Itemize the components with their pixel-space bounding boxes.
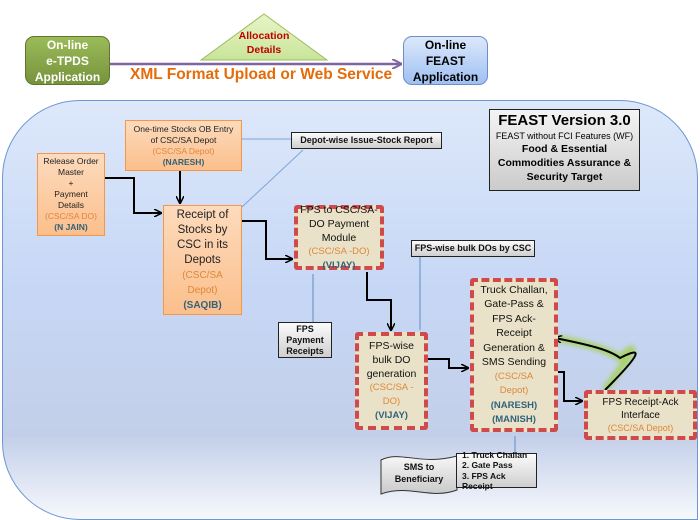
fps-receipts-line-1: FPS bbox=[296, 323, 314, 334]
receipt-line-1: Receipt of bbox=[176, 208, 229, 221]
truck-line-4: Receipt bbox=[496, 327, 532, 339]
truck-role-1: (CSC/SA bbox=[494, 370, 534, 382]
etpds-application-box: On-line e-TPDS Application bbox=[25, 36, 110, 85]
feast-version-box: FEAST Version 3.0 FEAST without FCI Feat… bbox=[489, 109, 640, 191]
receipt-line-4: Depots bbox=[184, 253, 221, 266]
allocation-line-2: Details bbox=[246, 44, 282, 56]
truck-owner-2: (MANISH) bbox=[492, 414, 536, 425]
version-description: Food & Essential Commodities Assurance &… bbox=[490, 142, 639, 184]
receipt-owner: (SAQIB) bbox=[183, 299, 222, 311]
depot-issue-stock-report: Depot-wise Issue-Stock Report bbox=[291, 132, 442, 149]
bulk-do-line-2: bulk DO bbox=[372, 354, 411, 366]
truck-line-3: FPS Ack- bbox=[492, 312, 536, 325]
fps-ack-role: (CSC/SA Depot) bbox=[607, 423, 674, 433]
bulk-do-generation-node: FPS-wise bulk DO generation (CSC/SA - DO… bbox=[355, 332, 428, 430]
fps-ack-line-2: Interface bbox=[621, 410, 660, 421]
truck-line-1: Truck Challan, bbox=[480, 283, 548, 296]
documents-list-item: 3. FPS Ack Receipt bbox=[462, 470, 506, 492]
bulk-do-owner: (VIJAY) bbox=[375, 410, 408, 421]
truck-role-2: Depot) bbox=[499, 385, 529, 396]
fps-ack-line-1: FPS Receipt-Ack bbox=[602, 397, 679, 408]
allocation-details-label: Allocation Details bbox=[226, 29, 302, 57]
version-desc-line-3: Security Target bbox=[526, 171, 603, 183]
ob-entry-line-2: of CSC/SA Depot bbox=[150, 134, 217, 145]
sms-beneficiary-shape bbox=[380, 455, 458, 495]
receipt-of-stocks-node: Receipt of Stocks by CSC in its Depots (… bbox=[163, 205, 242, 315]
fps-payment-role: (CSC/SA -DO) bbox=[308, 245, 370, 257]
fps-payment-receipts-report: FPS Payment Receipts bbox=[278, 322, 332, 358]
sms-line-2: Beneficiary bbox=[394, 474, 444, 484]
feast-app-line-2: FEAST bbox=[425, 53, 466, 68]
release-order-line-3: + bbox=[68, 178, 74, 188]
fps-payment-line-3: Module bbox=[321, 231, 357, 244]
bulk-do-role-2: DO) bbox=[382, 396, 401, 407]
etpds-line-1: On-line bbox=[46, 37, 89, 52]
bulk-do-line-3: generation bbox=[366, 368, 417, 380]
truck-line-5: Generation & bbox=[483, 341, 545, 354]
version-desc-line-2: Commodities Assurance & bbox=[497, 157, 632, 169]
fps-bulk-dos-report: FPS-wise bulk DOs by CSC bbox=[411, 240, 535, 257]
truck-line-2: Gate-Pass & bbox=[484, 298, 544, 310]
receipt-line-2: Stocks by bbox=[177, 223, 228, 236]
fps-payment-line-1: FPS to CSC/SA- bbox=[300, 203, 378, 216]
fps-receipts-line-2: Payment bbox=[286, 334, 324, 345]
release-order-line-1: Release Order bbox=[43, 156, 99, 166]
receipt-role-2: Depot) bbox=[187, 284, 218, 296]
truck-owner-1: (NARESH) bbox=[490, 399, 538, 411]
ob-entry-owner: (NARESH) bbox=[162, 156, 205, 167]
bulk-do-line-1: FPS-wise bbox=[369, 340, 414, 352]
truck-line-6: SMS Sending bbox=[481, 356, 547, 368]
bulk-do-role-1: (CSC/SA - bbox=[369, 382, 414, 393]
feast-app-line-3: Application bbox=[412, 69, 479, 84]
receipt-role-1: (CSC/SA bbox=[182, 269, 223, 281]
allocation-line-1: Allocation bbox=[238, 30, 290, 42]
fps-payment-module-node: FPS to CSC/SA- DO Payment Module (CSC/SA… bbox=[294, 203, 384, 271]
fps-payment-line-2: DO Payment bbox=[308, 217, 370, 230]
version-subtitle: FEAST without FCI Features (WF) bbox=[495, 131, 634, 141]
documents-list-box: 1. Truck Challan 2. Gate Pass 3. FPS Ack… bbox=[456, 449, 537, 491]
documents-list-item: 2. Gate Pass bbox=[462, 460, 513, 470]
release-order-line-2: Master bbox=[58, 167, 84, 177]
release-order-role: (CSC/SA DO) bbox=[45, 211, 97, 221]
etpds-line-3: Application bbox=[34, 69, 101, 84]
version-desc-line-1: Food & Essential bbox=[521, 143, 608, 155]
feast-app-line-1: On-line bbox=[424, 37, 467, 52]
transfer-method-label: XML Format Upload or Web Service bbox=[130, 66, 393, 83]
ob-entry-role: (CSC/SA Depot) bbox=[152, 145, 215, 156]
etpds-line-2: e-TPDS bbox=[46, 53, 89, 68]
feast-application-box: On-line FEAST Application bbox=[403, 36, 488, 85]
sms-line-1: SMS to bbox=[403, 462, 435, 472]
allocation-triangle bbox=[200, 13, 328, 61]
fps-receipt-ack-node: FPS Receipt-Ack Interface (CSC/SA Depot) bbox=[584, 390, 697, 440]
truck-challan-generation-node: Truck Challan, Gate-Pass & FPS Ack- Rece… bbox=[470, 278, 558, 432]
release-order-node: Release Order Master + Payment Details (… bbox=[37, 153, 105, 236]
release-order-line-5: Details bbox=[58, 200, 84, 210]
sms-beneficiary-label: SMS to Beneficiary bbox=[386, 461, 452, 485]
release-order-line-4: Payment bbox=[54, 189, 88, 199]
fps-receipts-line-3: Receipts bbox=[286, 345, 324, 356]
ob-entry-line-1: One-time Stocks OB Entry bbox=[133, 123, 234, 134]
version-title: FEAST Version 3.0 bbox=[498, 112, 631, 129]
ob-entry-node: One-time Stocks OB Entry of CSC/SA Depot… bbox=[125, 120, 242, 171]
documents-list-item: 1. Truck Challan bbox=[462, 449, 528, 460]
fps-payment-owner: (VIJAY) bbox=[322, 259, 356, 271]
receipt-line-3: CSC in its bbox=[176, 238, 229, 251]
release-order-owner: (N JAIN) bbox=[54, 222, 88, 232]
